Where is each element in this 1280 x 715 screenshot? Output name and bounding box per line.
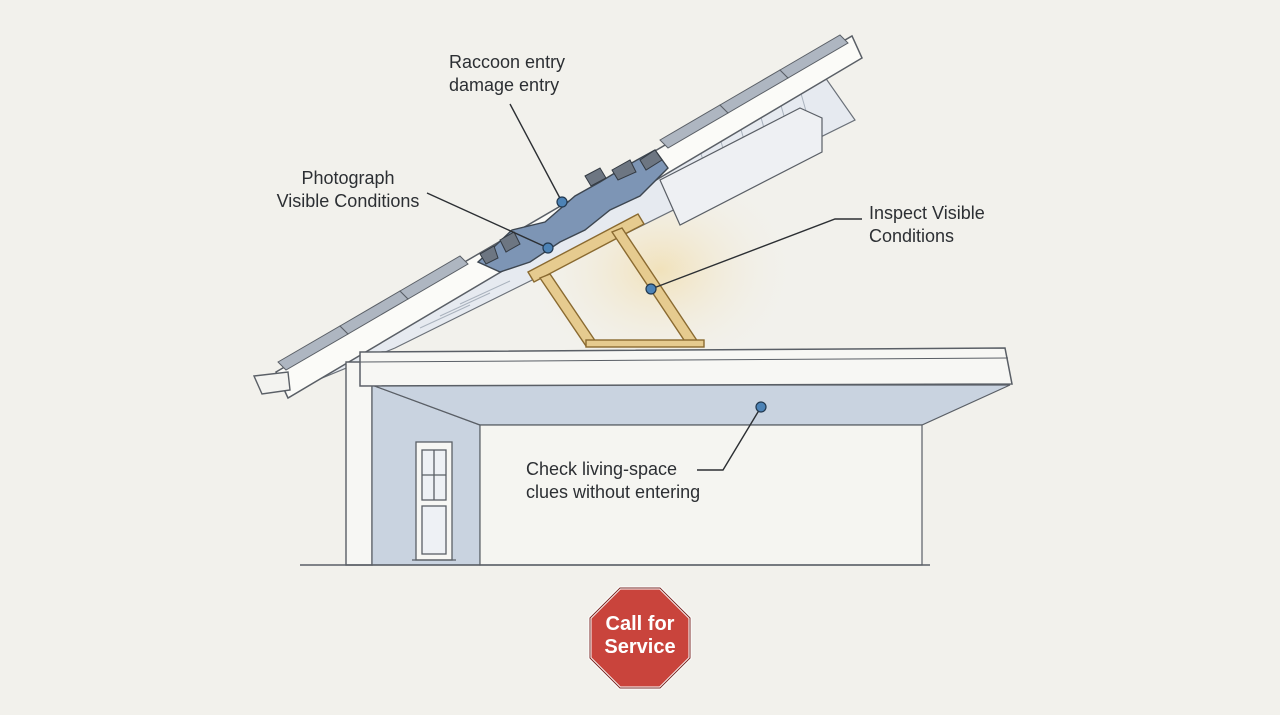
callout-dot-inspect [645,283,657,295]
callout-check-line1: Check living-space [526,459,678,479]
ceiling-soffit [371,384,1011,426]
roof-gutter [252,371,291,395]
callout-raccoon-entry: Raccoon entry damage entry [449,51,565,97]
callout-dot-raccoon [556,196,568,208]
callout-check-living: Check living-space clues without enterin… [526,458,700,504]
house-window [412,441,456,561]
callout-inspect-line1: Inspect Visible [869,203,985,223]
callout-inspect-line2: Conditions [869,226,955,246]
callout-dot-check [755,401,767,413]
stop-sign-line2: Service [604,636,676,658]
callout-inspect: Inspect Visible Conditions [869,202,985,248]
callout-photograph-line2: Visible Conditions [276,191,420,211]
roof-shingles [277,34,849,371]
callout-photograph: Photograph Visible Conditions [268,167,428,213]
call-for-service-button[interactable]: Call for Service [590,613,690,659]
left-wall-section [345,361,373,566]
callout-leaders [426,103,862,471]
raccoon-damage-hole [476,149,669,273]
horizontal-beam [359,347,1013,387]
roof-end-panel [659,107,823,226]
callout-photograph-line1: Photograph [301,168,395,188]
stop-sign-line1: Call for [605,613,675,635]
callout-dot-photograph [542,242,554,254]
callout-raccoon-line1: Raccoon entry [449,52,566,72]
callout-check-line2: clues without entering [526,482,701,502]
callout-raccoon-line2: damage entry [449,75,560,95]
broken-shingle-fragments [479,149,663,265]
